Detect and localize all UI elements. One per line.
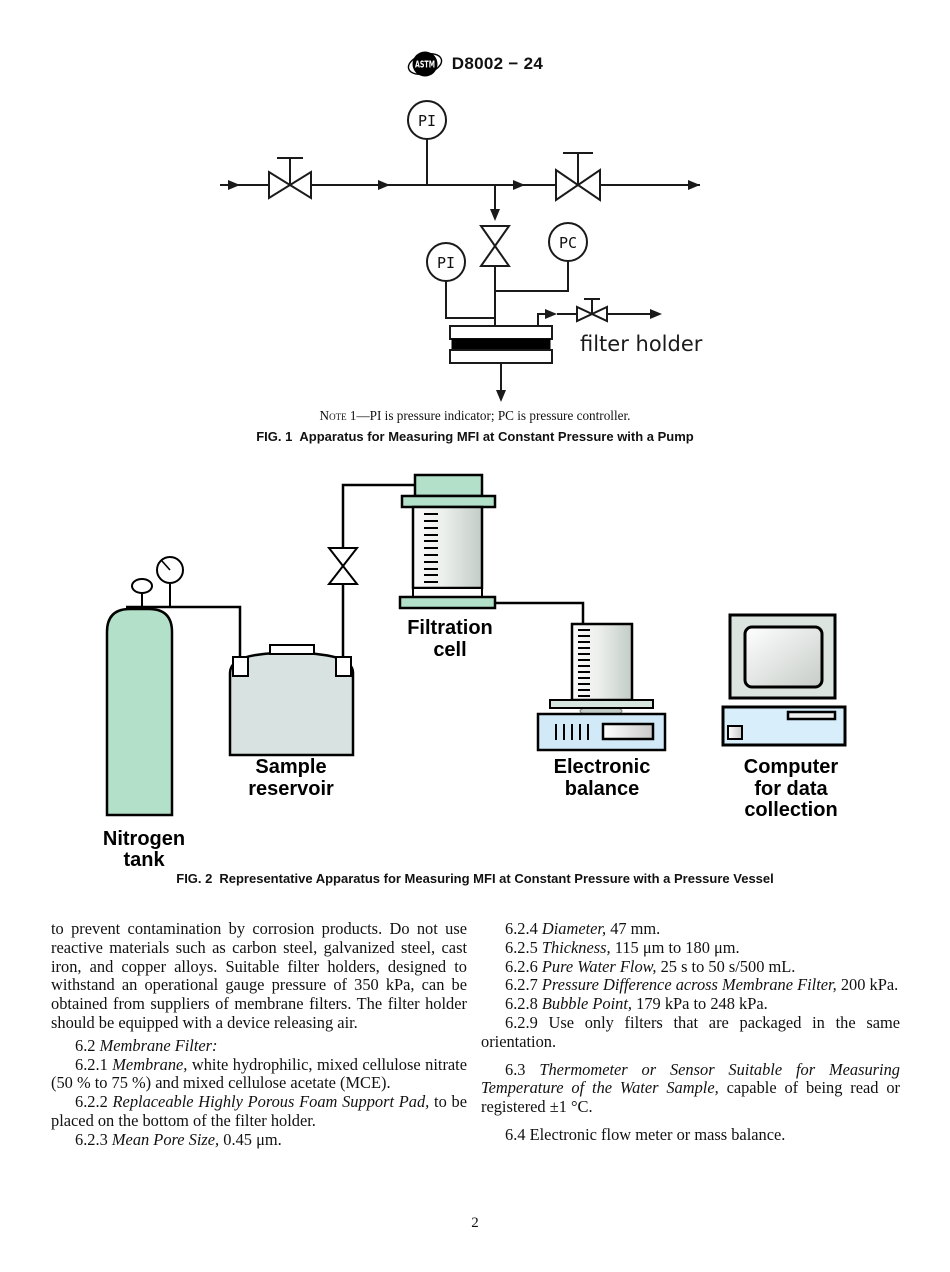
body-column-right: 6.2.4 Diameter, 47 mm. 6.2.5 Thickness, … xyxy=(481,919,900,1145)
cell-graduations xyxy=(424,513,438,583)
sample-reservoir xyxy=(228,644,355,757)
body-column-left: to prevent contamination by corrosion pr… xyxy=(51,919,468,1150)
fig2-piping xyxy=(126,483,585,659)
regulator-knob xyxy=(131,578,153,594)
electronic-balance xyxy=(536,622,667,752)
flow-arrows xyxy=(228,180,700,402)
pressure-controller: PC xyxy=(548,222,588,262)
sample-reservoir-label-2: reservoir xyxy=(248,778,334,800)
section-6-4: 6.4 Electronic flow meter or mass balanc… xyxy=(505,1124,786,1144)
monitor-screen xyxy=(743,625,824,689)
section-6-2-2: 6.2.2 Replaceable Highly Porous Foam Sup… xyxy=(51,1092,467,1130)
section-6-2-4: 6.2.4 Diameter, 47 mm. xyxy=(505,919,661,938)
tank-to-reservoir-pipe xyxy=(126,605,242,657)
feed-valve xyxy=(326,547,360,585)
note-text: PI is pressure indicator; PC is pressure… xyxy=(369,408,631,423)
astm-logo-icon: ASTM xyxy=(407,51,443,77)
computer-label-1: Computer xyxy=(744,756,839,778)
computer xyxy=(721,613,847,747)
section-6-2-5: 6.2.5 Thickness, 115 μm to 180 μm. xyxy=(505,937,740,957)
cell-body xyxy=(411,505,484,590)
outlet-valve xyxy=(555,152,601,202)
pressure-control-valve xyxy=(479,225,511,267)
pressure-regulator xyxy=(131,556,184,607)
note-label: Note 1— xyxy=(319,408,370,423)
balance-vents xyxy=(555,724,589,740)
page-number: 2 xyxy=(471,1215,479,1231)
pressure-indicator-top: PI xyxy=(407,100,447,140)
fig1-caption-text: Apparatus for Measuring MFI at Constant … xyxy=(299,429,694,444)
cylinder-graduations xyxy=(578,629,590,697)
pi-top-label: PI xyxy=(418,112,436,130)
reservoir-fitting-right xyxy=(335,656,352,677)
reservoir-to-cell-pipe xyxy=(341,483,415,659)
reservoir-fitting-left xyxy=(232,656,249,677)
filtration-cell xyxy=(398,473,497,610)
pressure-indicator-left: PI xyxy=(426,242,466,282)
computer-label-3: collection xyxy=(744,799,837,821)
gauge-needle xyxy=(161,560,171,571)
figure2-diagram: Filtration cell Sample reservoir Nitroge… xyxy=(103,473,847,871)
balance-label-2: balance xyxy=(565,778,639,800)
air-release-valve xyxy=(576,298,608,323)
nitrogen-tank-label-2: tank xyxy=(123,849,165,871)
section-6-2-3: 6.2.3 Mean Pore Size, 0.45 μm. xyxy=(75,1129,282,1149)
svg-text:ASTM: ASTM xyxy=(415,60,435,71)
pc-connector xyxy=(495,261,569,292)
section-6-2-1: 6.2.1 Membrane, white hydrophilic, mixed… xyxy=(51,1054,468,1093)
fig1-caption: FIG. 1 Apparatus for Measuring MFI at Con… xyxy=(0,429,950,444)
fig2-caption: FIG. 2 Representative Apparatus for Measu… xyxy=(0,871,950,886)
section-6-2: 6.2 Membrane Filter: xyxy=(75,1035,218,1055)
section-6-2-7: 6.2.7 Pressure Difference across Membran… xyxy=(505,975,899,995)
fig1-note: Note 1—PI is pressure indicator; PC is p… xyxy=(0,408,950,424)
pi-left-connector xyxy=(445,281,495,319)
cell-top-cap xyxy=(413,473,484,498)
inlet-valve xyxy=(268,157,312,200)
fig2-labels: Filtration cell Sample reservoir Nitroge… xyxy=(103,617,839,871)
filtration-cell-label-1: Filtration xyxy=(407,617,493,639)
standard-designation: D8002 − 24 xyxy=(451,54,544,73)
page-header: ASTM D8002 − 24 xyxy=(0,46,950,82)
fig2-caption-label: FIG. 2 xyxy=(176,871,213,886)
paragraph: to prevent contamination by corrosion pr… xyxy=(51,919,467,1032)
cell-bottom-flange xyxy=(398,595,497,610)
balance-display xyxy=(601,722,655,741)
pi-left-label: PI xyxy=(437,254,455,272)
power-button xyxy=(727,725,743,740)
filter-holder xyxy=(449,325,553,364)
cell-to-cylinder-pipe xyxy=(493,601,585,624)
sample-reservoir-label-1: Sample xyxy=(255,756,326,778)
filtration-cell-label-2: cell xyxy=(433,639,466,661)
balance-plate xyxy=(549,699,654,709)
floppy-slot xyxy=(786,710,837,721)
nitrogen-tank-label-1: Nitrogen xyxy=(103,828,185,850)
pc-label: PC xyxy=(559,234,577,252)
section-6-3: 6.3 Thermometer or Sensor Suitable for M… xyxy=(481,1059,900,1117)
fig2-caption-text: Representative Apparatus for Measuring M… xyxy=(219,871,774,886)
computer-label-2: for data xyxy=(754,778,828,800)
balance-label-1: Electronic xyxy=(554,756,651,778)
vent-pipe-1 xyxy=(537,313,545,326)
nitrogen-tank xyxy=(105,607,174,817)
section-6-2-9: 6.2.9 Use only filters that are packaged… xyxy=(481,1012,900,1051)
section-6-2-6: 6.2.6 Pure Water Flow, 25 s to 50 s/500 … xyxy=(505,956,796,976)
section-6-2-8: 6.2.8 Bubble Point, 179 kPa to 248 kPa. xyxy=(505,994,768,1014)
cell-bottom-band xyxy=(412,587,483,598)
filter-holder-label: filter holder xyxy=(580,332,703,356)
cell-top-flange xyxy=(400,494,497,509)
reservoir-cap xyxy=(269,644,315,655)
figure1-diagram: PI PC PI filter holder xyxy=(220,100,703,402)
fig1-caption-label: FIG. 1 xyxy=(256,429,293,444)
